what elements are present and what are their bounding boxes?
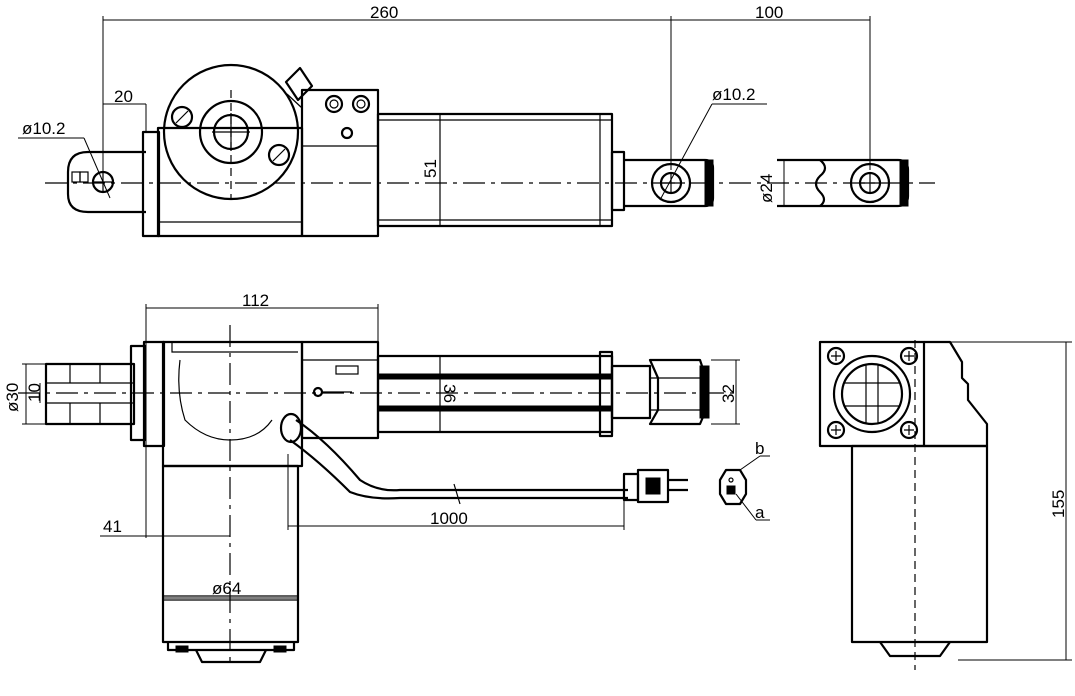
rod-end-top (610, 150, 715, 212)
dim-overall-length: 260 (370, 3, 398, 22)
connector-pin-b: b (755, 439, 764, 458)
dim-cable-length: 1000 (430, 509, 468, 528)
gear-housing-top (141, 63, 314, 238)
outer-tube-top (376, 112, 614, 228)
dim-rod-end-width: 32 (719, 384, 738, 403)
dim-total-height: 155 (1049, 490, 1068, 518)
side-motor-base (879, 641, 951, 658)
motor-front (161, 464, 300, 664)
dim-motor-diameter: ø64 (212, 579, 241, 598)
gear-housing-front (142, 340, 304, 468)
top-dimension-lines (18, 16, 871, 206)
mount-block (300, 88, 380, 238)
dim-front-hole: ø10.2 (712, 85, 755, 104)
dim-clevis-inner: 10 (25, 383, 44, 402)
dim-body-height: 51 (421, 159, 440, 178)
side-view: 155 (818, 340, 1072, 670)
outer-tube-front (376, 350, 614, 438)
front-dimension-lines (22, 304, 740, 599)
dim-rear-hole: ø10.2 (22, 119, 65, 138)
connector-pin-a: a (755, 503, 765, 522)
dim-tube-diameter: 36 (440, 384, 459, 403)
side-gearbox (924, 340, 989, 448)
dim-clevis-outer: ø30 (3, 383, 22, 412)
mount-block-front (300, 340, 380, 440)
dim-stroke: 100 (755, 3, 783, 22)
side-motor (850, 444, 989, 644)
dim-motor-offset: 41 (103, 517, 122, 536)
connector-detail: b a (718, 439, 770, 522)
power-cable (279, 412, 688, 505)
dim-housing-width: 112 (242, 291, 269, 310)
top-view: 260 100 20 ø10.2 ø10.2 51 ø24 (18, 3, 935, 238)
front-view: 112 ø30 10 36 32 41 1000 ø64 (3, 291, 740, 665)
dim-rod-diameter: ø24 (757, 174, 776, 203)
side-flange (818, 340, 926, 448)
rear-clevis (66, 150, 146, 214)
rod-end-front (610, 358, 710, 426)
dim-clevis-offset: 20 (114, 87, 133, 106)
